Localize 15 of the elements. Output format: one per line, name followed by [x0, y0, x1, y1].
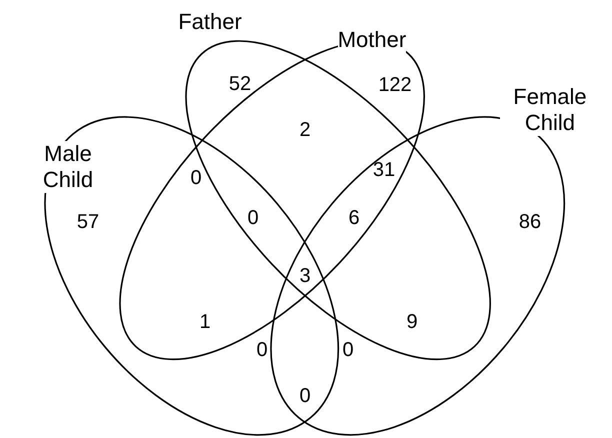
count-number: 3	[299, 265, 311, 287]
count-number: 0	[256, 339, 268, 361]
count-number: 0	[190, 167, 202, 189]
count-number: 52	[228, 73, 252, 95]
count-number: 122	[378, 74, 412, 96]
count-number: 0	[247, 207, 259, 229]
count-number: 0	[299, 385, 311, 407]
count-number: 57	[76, 211, 100, 233]
count-number: 0	[342, 339, 354, 361]
count-number: 2	[299, 119, 311, 141]
count-number: 86	[518, 211, 542, 233]
count-number: 1	[199, 311, 211, 333]
count-number: 9	[406, 311, 418, 333]
count-number: 31	[372, 159, 396, 181]
count-number: 6	[348, 207, 360, 229]
